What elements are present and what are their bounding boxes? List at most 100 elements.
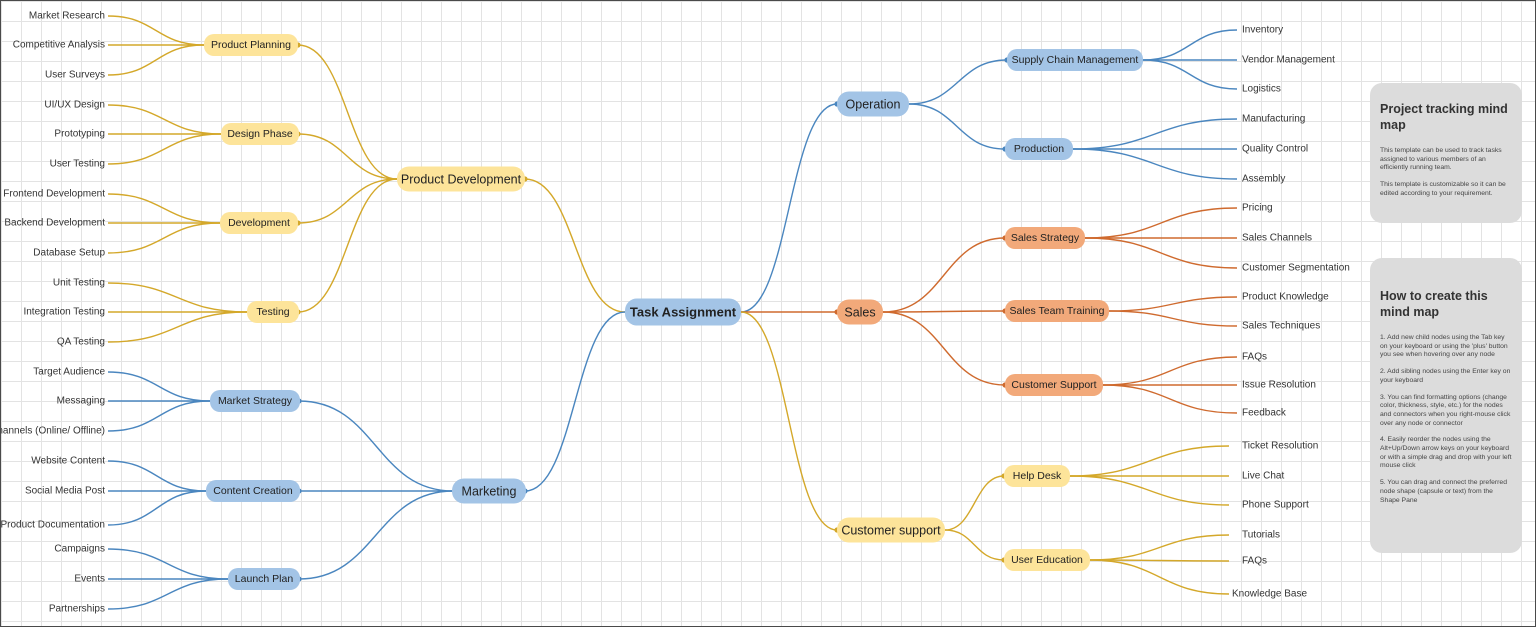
node-customer-support[interactable]: Customer support — [837, 517, 945, 543]
connector-line[interactable] — [107, 371, 211, 402]
node-sales-strategy[interactable]: Sales Strategy — [1005, 227, 1085, 249]
connector-line[interactable] — [1142, 29, 1238, 61]
leaf-partnerships[interactable]: Partnerships — [48, 603, 105, 615]
connector-line[interactable] — [1072, 118, 1238, 150]
node-product-planning[interactable]: Product Planning — [204, 34, 298, 56]
leaf-logistics[interactable]: Logistics — [1242, 83, 1281, 95]
leaf-ticket-resolution[interactable]: Ticket Resolution — [1242, 440, 1319, 452]
connector-line[interactable] — [882, 311, 1006, 386]
node-sales[interactable]: Sales — [837, 299, 883, 325]
connector-line[interactable] — [297, 44, 398, 180]
connector-line[interactable] — [297, 178, 398, 313]
connector-line[interactable] — [908, 59, 1008, 105]
leaf-backend-development[interactable]: Backend Development — [4, 217, 105, 229]
leaf-issue-resolution[interactable]: Issue Resolution — [1242, 379, 1316, 391]
connector-line[interactable] — [882, 310, 1006, 313]
connector-line[interactable] — [1069, 475, 1230, 506]
leaf-customer-segmentation[interactable]: Customer Segmentation — [1242, 262, 1350, 274]
leaf-database-setup[interactable]: Database Setup — [33, 247, 105, 259]
connector-line[interactable] — [1102, 384, 1238, 414]
connector-line[interactable] — [944, 529, 1005, 561]
leaf-website-content[interactable]: Website Content — [31, 455, 105, 467]
leaf-prototyping[interactable]: Prototyping — [54, 128, 105, 140]
connector-line[interactable] — [1072, 148, 1238, 180]
node-content-creation[interactable]: Content Creation — [206, 480, 300, 502]
node-market-strategy[interactable]: Market Strategy — [210, 390, 300, 412]
connector-line[interactable] — [107, 104, 222, 135]
connector-line[interactable] — [944, 475, 1005, 531]
node-operation[interactable]: Operation — [837, 91, 909, 117]
leaf-knowledge-base[interactable]: Knowledge Base — [1232, 588, 1308, 600]
leaf-quality-control[interactable]: Quality Control — [1242, 143, 1309, 155]
connector-line[interactable] — [1069, 445, 1230, 477]
connector-line[interactable] — [107, 133, 222, 165]
leaf-unit-testing[interactable]: Unit Testing — [52, 277, 105, 289]
connector-line[interactable] — [740, 311, 838, 531]
node-testing[interactable]: Testing — [247, 301, 299, 323]
connector-line[interactable] — [1102, 356, 1238, 386]
leaf-sales-channels[interactable]: Sales Channels — [1242, 232, 1313, 244]
leaf-messaging[interactable]: Messaging — [56, 395, 105, 407]
connector-line[interactable] — [107, 282, 248, 313]
connector-line[interactable] — [298, 400, 454, 492]
connector-line[interactable] — [1084, 237, 1238, 269]
connector-line[interactable] — [107, 490, 207, 526]
node-customer-support-sales[interactable]: Customer Support — [1005, 374, 1103, 396]
leaf-social-media-post[interactable]: Social Media Post — [24, 485, 105, 497]
node-product-development[interactable]: Product Development — [397, 166, 525, 192]
leaf-user-surveys[interactable]: User Surveys — [44, 69, 105, 81]
connector-line[interactable] — [107, 222, 221, 254]
connector-line[interactable] — [524, 178, 626, 313]
leaf-faqs-support[interactable]: FAQs — [1242, 555, 1268, 567]
leaf-live-chat[interactable]: Live Chat — [1242, 470, 1285, 482]
connector-line[interactable] — [107, 311, 248, 343]
node-production[interactable]: Production — [1005, 138, 1073, 160]
connector-line[interactable] — [297, 133, 398, 180]
leaf-product-documentation[interactable]: Product Documentation — [0, 519, 105, 531]
node-design-phase[interactable]: Design Phase — [221, 123, 299, 145]
connector-line[interactable] — [107, 400, 211, 432]
node-launch-plan[interactable]: Launch Plan — [228, 568, 300, 590]
node-sales-team-training[interactable]: Sales Team Training — [1005, 300, 1109, 322]
connector-line[interactable] — [107, 15, 205, 46]
connector-line[interactable] — [740, 103, 838, 313]
node-user-education[interactable]: User Education — [1004, 549, 1090, 571]
leaf-pricing[interactable]: Pricing — [1242, 202, 1273, 214]
leaf-vendor-management[interactable]: Vendor Management — [1242, 54, 1335, 66]
connector-line[interactable] — [298, 490, 454, 580]
connector-line[interactable] — [1089, 559, 1230, 595]
leaf-competitive-analysis[interactable]: Competitive Analysis — [12, 39, 105, 51]
node-help-desk[interactable]: Help Desk — [1004, 465, 1070, 487]
connector-line[interactable] — [297, 178, 398, 224]
connector-line[interactable] — [107, 460, 207, 492]
connector-line[interactable] — [1142, 59, 1238, 90]
connector-line[interactable] — [1089, 559, 1230, 562]
leaf-frontend-development[interactable]: Frontend Development — [3, 188, 105, 200]
connector-line[interactable] — [107, 44, 205, 76]
leaf-ui-ux-design[interactable]: UI/UX Design — [44, 99, 105, 111]
node-development[interactable]: Development — [220, 212, 298, 234]
leaf-qa-testing[interactable]: QA Testing — [56, 336, 105, 348]
connector-line[interactable] — [1108, 310, 1238, 327]
leaf-integration-testing[interactable]: Integration Testing — [23, 306, 105, 318]
leaf-assembly[interactable]: Assembly — [1242, 173, 1286, 185]
connector-line[interactable] — [107, 193, 221, 224]
leaf-feedback[interactable]: Feedback — [1242, 407, 1286, 419]
leaf-user-testing[interactable]: User Testing — [49, 158, 105, 170]
node-marketing[interactable]: Marketing — [452, 478, 526, 504]
connector-line[interactable] — [1108, 296, 1238, 312]
leaf-manufacturing[interactable]: Manufacturing — [1242, 113, 1306, 125]
leaf-product-knowledge[interactable]: Product Knowledge — [1242, 291, 1329, 303]
leaf-inventory[interactable]: Inventory — [1242, 24, 1284, 36]
connector-line[interactable] — [524, 311, 626, 492]
connector-line[interactable] — [1084, 207, 1238, 239]
connector-line[interactable] — [107, 548, 229, 580]
leaf-faqs-sales[interactable]: FAQs — [1242, 351, 1268, 363]
center-node-task-assignment[interactable]: Task Assignment — [625, 298, 741, 326]
leaf-market-research[interactable]: Market Research — [28, 10, 105, 22]
leaf-channels[interactable]: Channels (Online/ Offline) — [0, 425, 105, 437]
leaf-phone-support[interactable]: Phone Support — [1242, 499, 1309, 511]
leaf-tutorials[interactable]: Tutorials — [1242, 529, 1280, 541]
connector-line[interactable] — [107, 578, 229, 610]
